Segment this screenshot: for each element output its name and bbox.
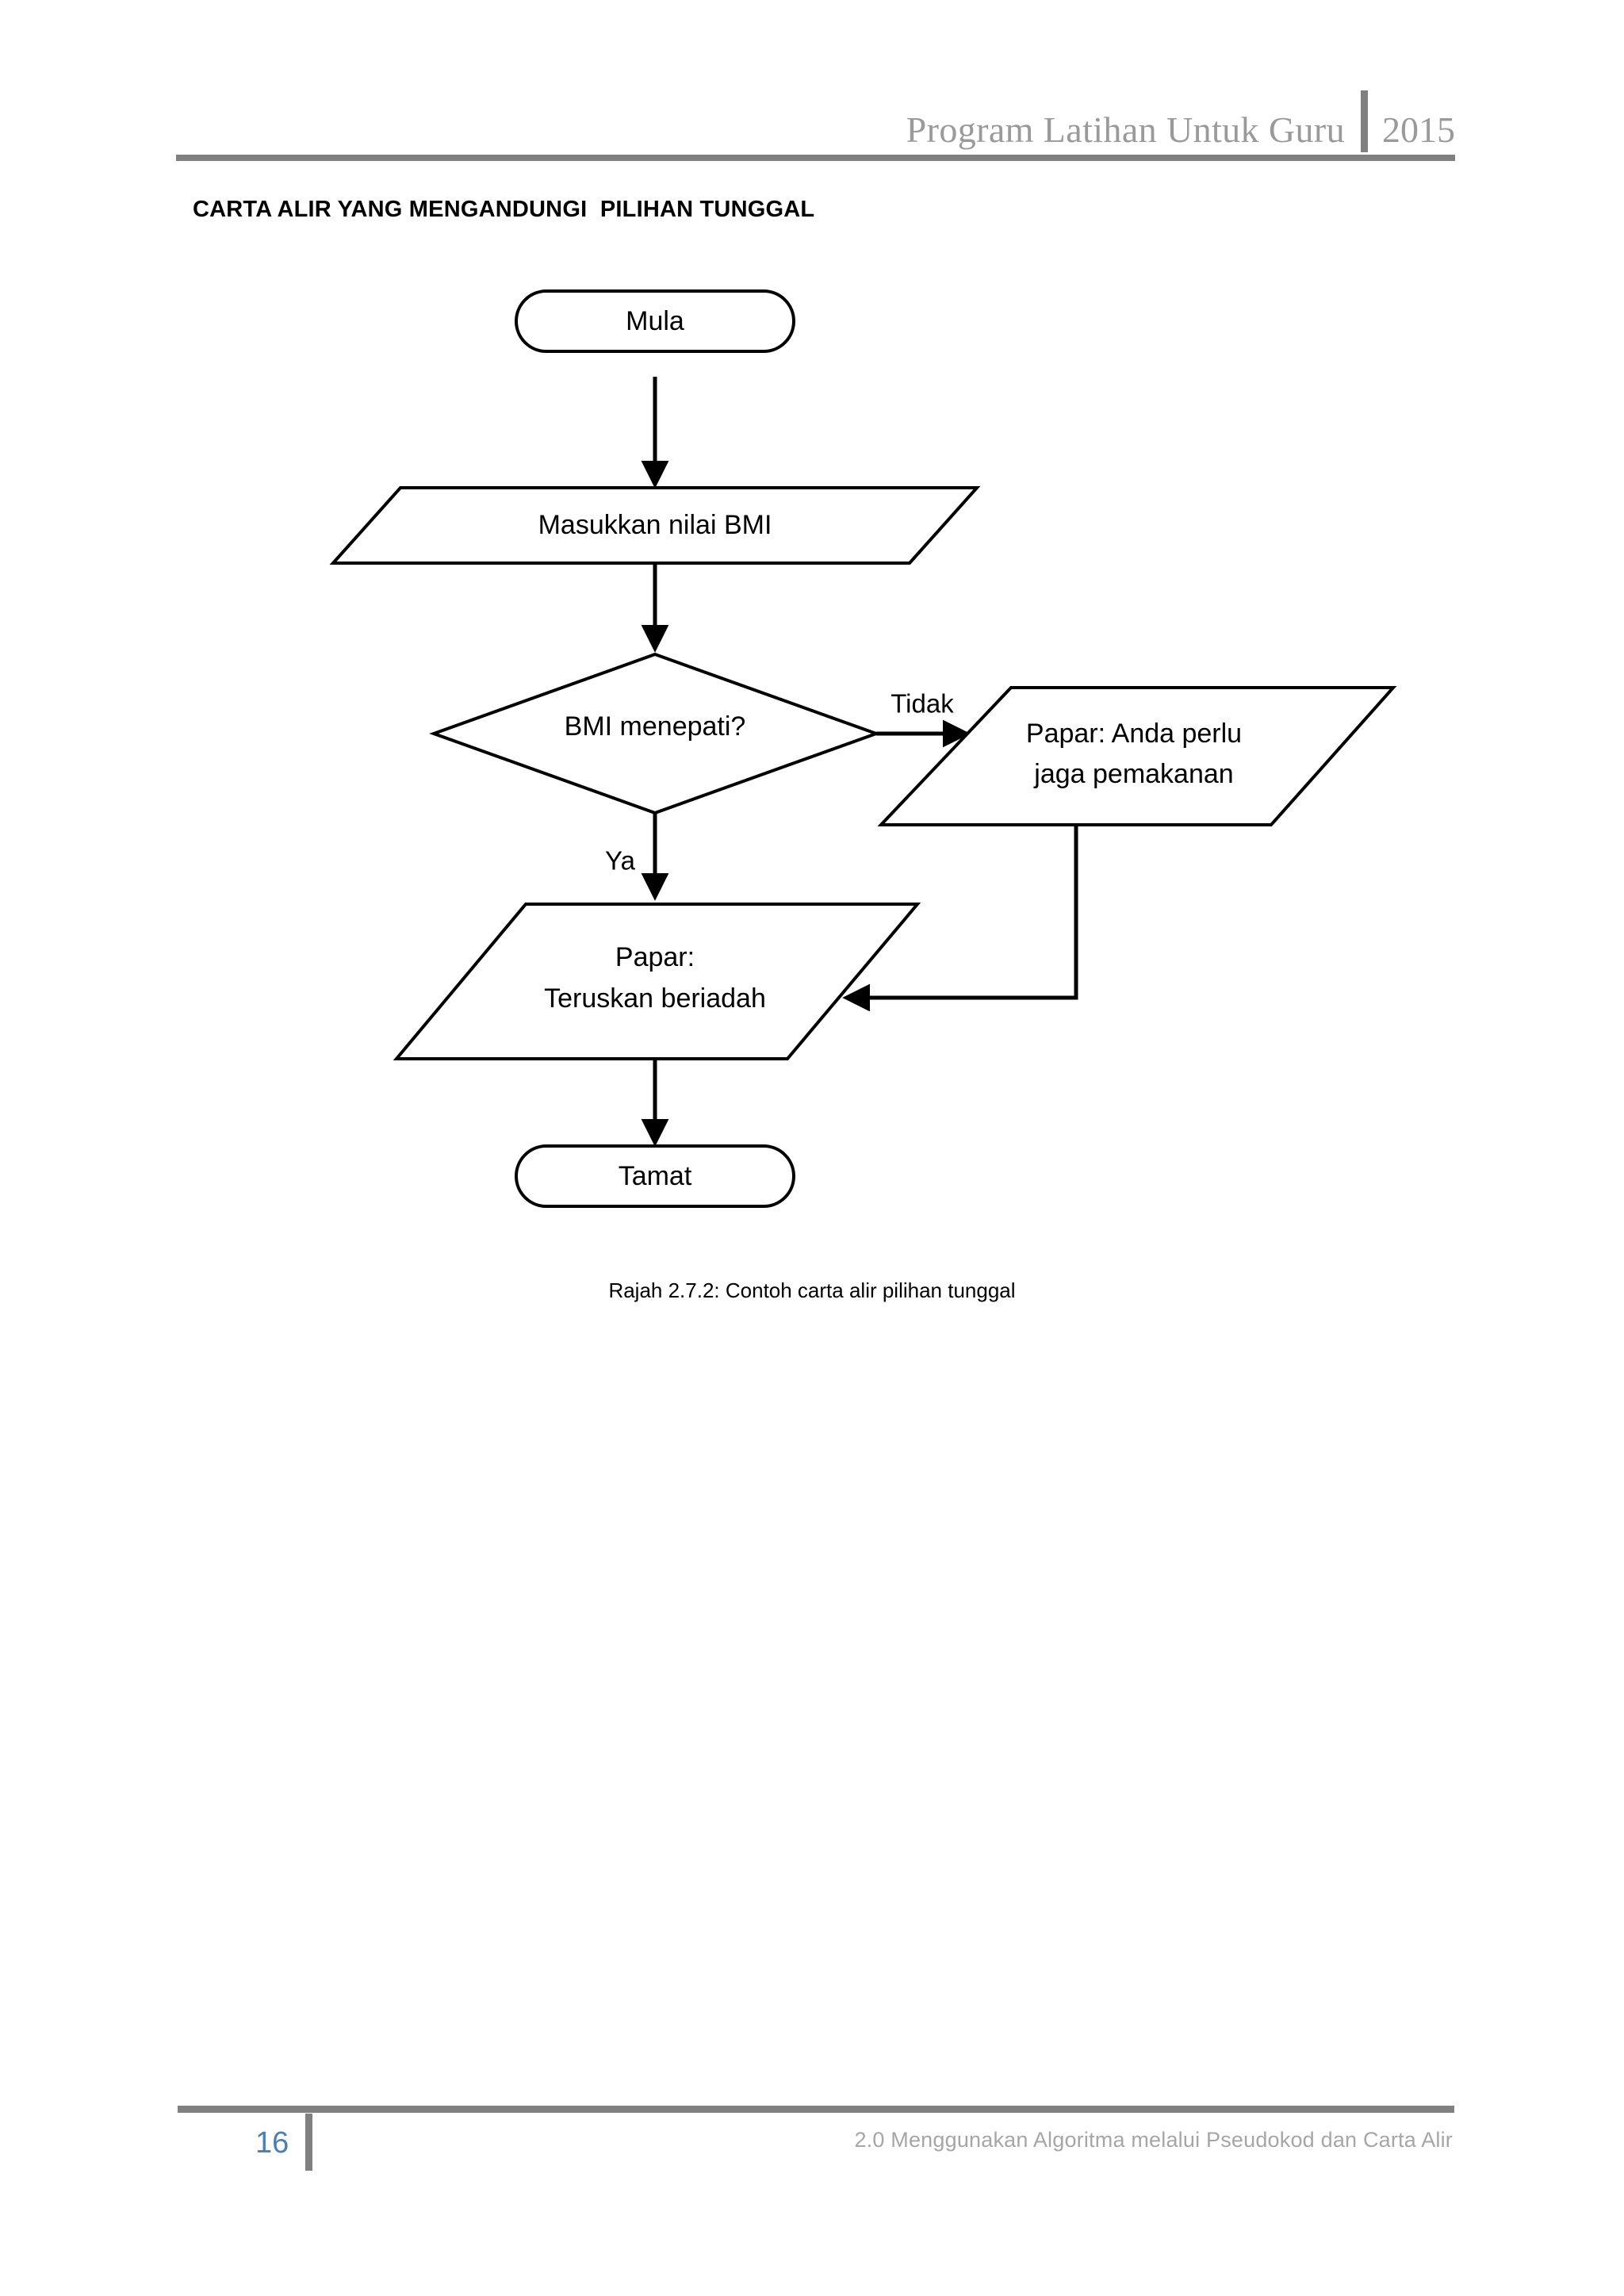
page-number: 16 xyxy=(255,2126,289,2160)
page-footer: 16 2.0 Menggunakan Algoritma melalui Pse… xyxy=(0,2106,1624,2233)
figure-caption: Rajah 2.7.2: Contoh carta alir pilihan t… xyxy=(608,1278,1016,1302)
start-terminator-shape xyxy=(515,289,795,353)
output-no-parallelogram-shape xyxy=(877,686,1397,826)
output-no-label-line1: Papar: Anda perlu xyxy=(1026,719,1242,749)
edge-label-yes: Ya xyxy=(605,846,636,876)
node-output-yes: Papar: Teruskan beriadah xyxy=(393,903,921,1060)
end-terminator-shape xyxy=(515,1144,795,1208)
node-output-no: Papar: Anda perlu jaga pemakanan xyxy=(877,686,1397,826)
decision-diamond-shape xyxy=(429,652,881,815)
output-no-label-line2: jaga pemakanan xyxy=(1033,759,1233,789)
node-decision: BMI menepati? xyxy=(429,652,881,815)
footer-horizontal-rule xyxy=(178,2106,1454,2113)
end-label: Tamat xyxy=(619,1161,692,1191)
header-separator-bar xyxy=(1361,90,1368,152)
flowchart-svg: Mula Masukkan nilai BMI BMI menepati? Ti… xyxy=(329,289,1397,1208)
footer-separator-bar xyxy=(305,2114,312,2171)
input-parallelogram-shape xyxy=(329,486,981,565)
node-end: Tamat xyxy=(515,1144,795,1208)
input-label: Masukkan nilai BMI xyxy=(538,510,772,540)
footer-note: 2.0 Menggunakan Algoritma melalui Pseudo… xyxy=(854,2128,1453,2152)
start-label: Mula xyxy=(626,306,684,336)
flowchart-diagram: Mula Masukkan nilai BMI BMI menepati? Ti… xyxy=(0,262,1624,1309)
section-heading: CARTA ALIR YANG MENGANDUNGI PILIHAN TUNG… xyxy=(193,197,815,222)
header-title: Program Latihan Untuk Guru xyxy=(906,109,1345,150)
page-header: Program Latihan Untuk Guru 2015 xyxy=(0,0,1624,167)
node-input: Masukkan nilai BMI xyxy=(329,486,981,565)
header-year: 2015 xyxy=(1382,109,1455,150)
connector-no-branch-merge xyxy=(842,825,1078,1012)
node-start: Mula xyxy=(515,289,795,353)
output-yes-parallelogram-shape xyxy=(393,903,921,1060)
header-horizontal-rule xyxy=(176,155,1455,161)
decision-label: BMI menepati? xyxy=(565,711,746,742)
edge-label-no: Tidak xyxy=(891,689,954,719)
output-yes-label-line1: Papar: xyxy=(615,942,695,972)
header-text-row: Program Latihan Untuk Guru 2015 xyxy=(906,90,1455,152)
output-yes-label-line2: Teruskan beriadah xyxy=(544,983,766,1014)
